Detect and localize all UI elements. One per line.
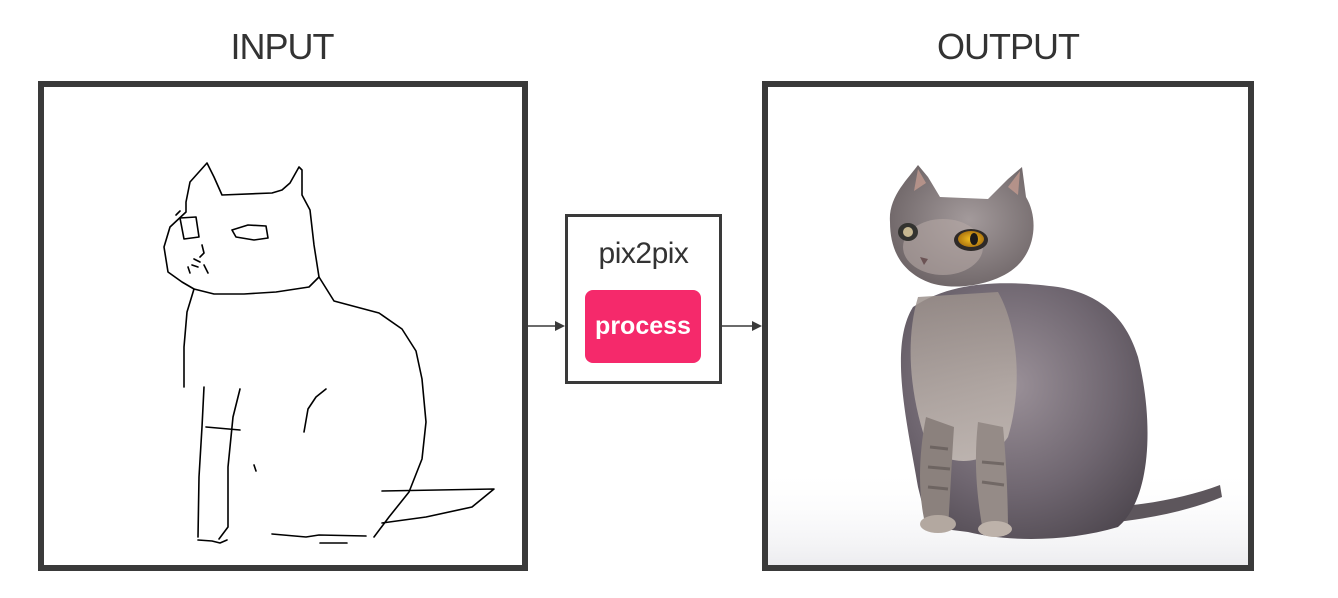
output-title: OUTPUT <box>937 26 1080 67</box>
process-button[interactable]: process <box>585 290 701 363</box>
model-name-label: pix2pix <box>598 237 689 270</box>
input-title: INPUT <box>230 26 335 67</box>
cat-sketch-drawing <box>163 162 495 544</box>
generated-cat-image <box>768 165 1248 565</box>
model-panel: pix2pix process <box>565 214 722 384</box>
output-image-panel <box>762 81 1254 571</box>
input-drawing-canvas[interactable] <box>38 81 528 571</box>
input-to-model-arrow <box>528 321 565 331</box>
model-to-output-arrow <box>722 321 762 331</box>
